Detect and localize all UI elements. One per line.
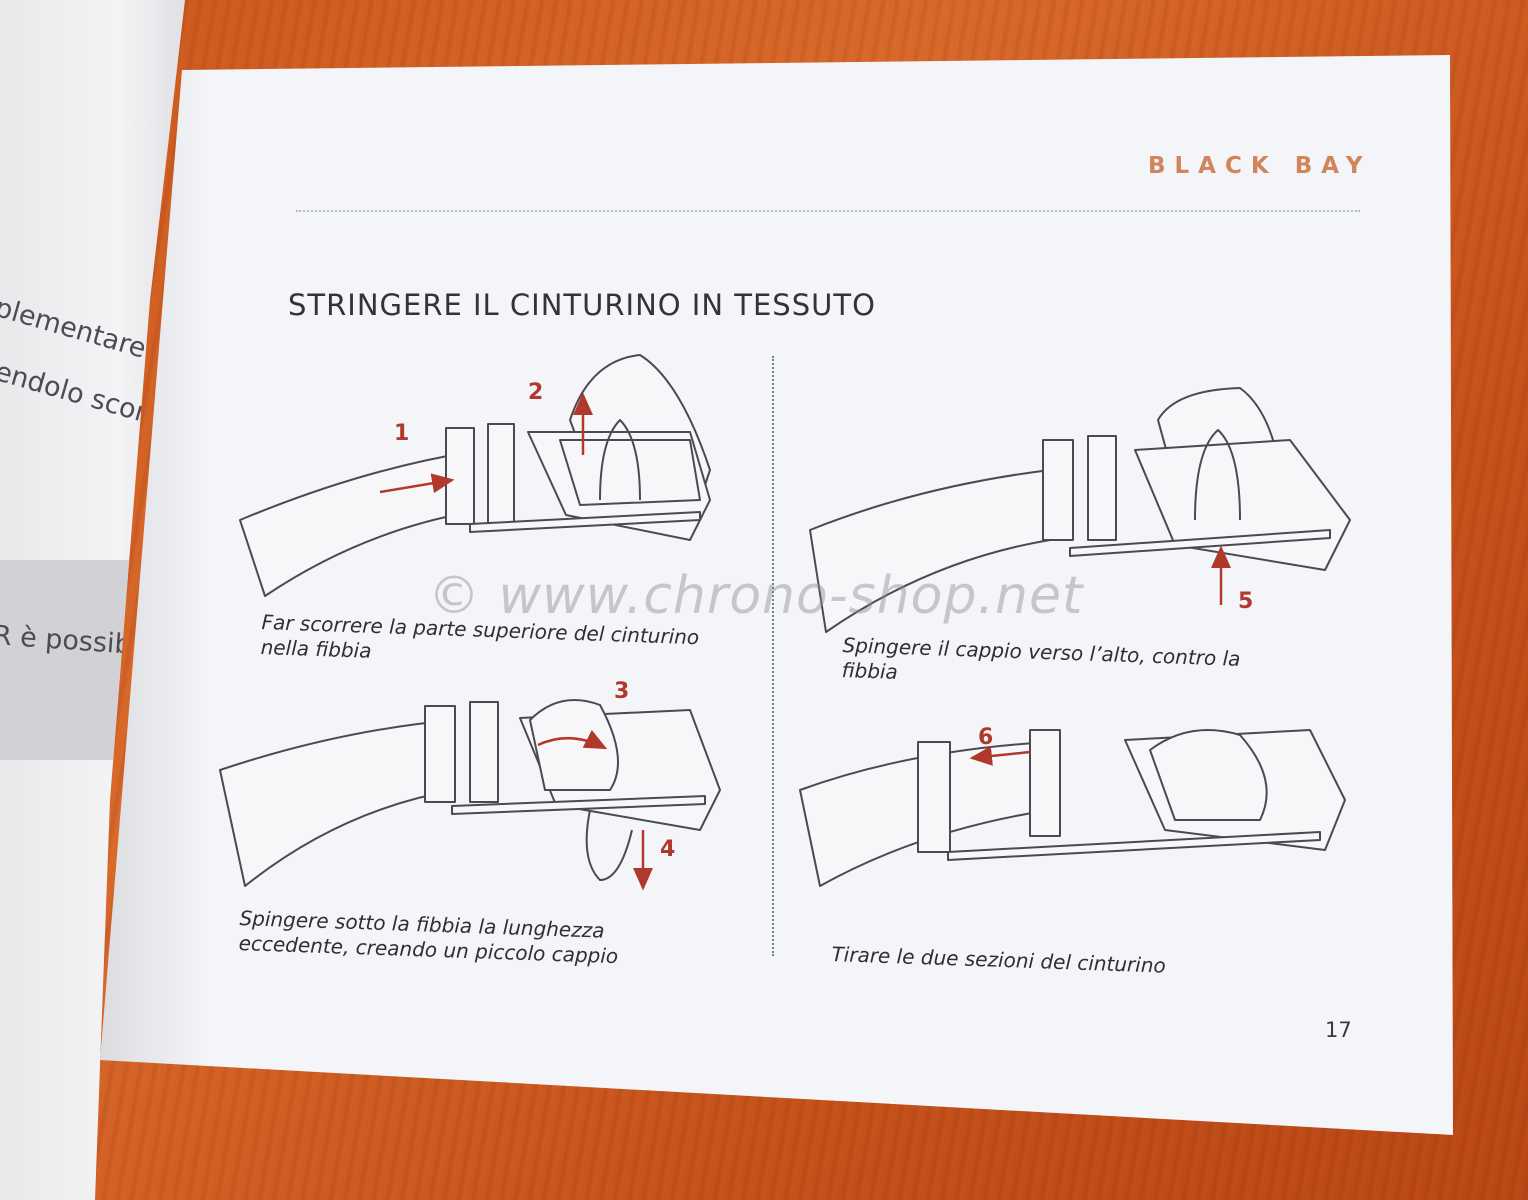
step-number-4: 4 xyxy=(660,837,675,862)
step-number-6: 6 xyxy=(978,725,993,750)
arrow-step-1 xyxy=(379,473,455,494)
booklet-page xyxy=(100,55,1453,1135)
illustration-step-1-2 xyxy=(239,354,711,597)
arrow-step-3 xyxy=(537,729,608,750)
column-separator xyxy=(772,356,774,956)
brand-header: BLACK BAY xyxy=(1148,153,1372,179)
illustration-step-6 xyxy=(799,729,1346,887)
step-number-5: 5 xyxy=(1238,589,1253,614)
step-number-3: 3 xyxy=(614,679,629,704)
step-number-1: 1 xyxy=(394,421,409,446)
left-page-grey-panel xyxy=(0,560,130,760)
header-rule xyxy=(296,210,1360,212)
illustration-step-3-4 xyxy=(219,699,721,887)
illustration-step-5 xyxy=(809,387,1351,633)
section-title: STRINGERE IL CINTURINO IN TESSUTO xyxy=(288,288,876,322)
watermark: © www.chrono-shop.net xyxy=(428,566,1084,626)
arrow-step-6 xyxy=(969,745,1031,766)
page-number: 17 xyxy=(1325,1018,1352,1042)
step-number-2: 2 xyxy=(528,380,543,405)
